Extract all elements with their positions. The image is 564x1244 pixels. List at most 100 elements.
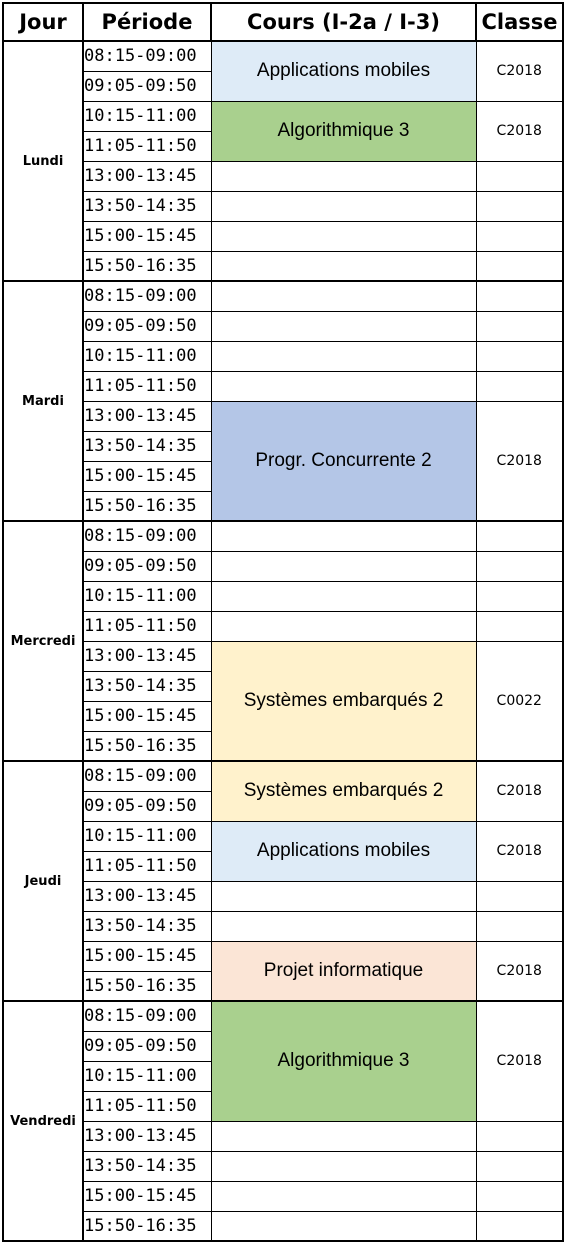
empty-room-cell: [475, 310, 564, 342]
empty-room-cell: [475, 610, 564, 642]
empty-room-cell: [475, 550, 564, 582]
period-cell: 11:05-11:50: [82, 610, 212, 642]
empty-course-cell: [210, 310, 477, 342]
schedule-row: 10:15-11:00: [3, 340, 564, 372]
room-cell: C2018: [475, 1000, 564, 1122]
schedule-row: 09:05-09:50: [3, 550, 564, 582]
period-cell: 08:15-09:00: [82, 1000, 212, 1032]
empty-course-cell: [210, 1120, 477, 1152]
empty-room-cell: [475, 370, 564, 402]
period-cell: 15:00-15:45: [82, 940, 212, 972]
period-cell: 08:15-09:00: [82, 760, 212, 792]
empty-course-cell: [210, 340, 477, 372]
schedule-row: 11:05-11:50: [3, 850, 563, 882]
period-cell: 11:05-11:50: [82, 370, 212, 402]
period-cell: 08:15-09:00: [82, 280, 212, 312]
header-day: Jour: [2, 2, 84, 42]
period-cell: 10:15-11:00: [82, 820, 212, 852]
day-label: Jeudi: [2, 760, 84, 1002]
course-cell: Algorithmique 3: [210, 1000, 477, 1122]
schedule-row: 13:00-13:45: [3, 1120, 564, 1152]
period-cell: 13:00-13:45: [82, 880, 212, 912]
schedule-row: 15:50-16:35: [3, 250, 564, 282]
period-cell: 13:50-14:35: [82, 190, 212, 222]
empty-room-cell: [475, 1180, 564, 1212]
empty-course-cell: [210, 250, 477, 282]
period-cell: 09:05-09:50: [82, 70, 212, 102]
day-label: Mercredi: [2, 520, 84, 762]
schedule-row: 11:05-11:50: [3, 370, 564, 402]
period-cell: 08:15-09:00: [82, 520, 212, 552]
schedule-row: 15:00-15:45: [3, 700, 563, 732]
empty-course-cell: [210, 1150, 477, 1182]
empty-room-cell: [475, 1210, 564, 1242]
period-cell: 13:50-14:35: [82, 670, 212, 702]
schedule-row: 09:05-09:50: [3, 1030, 563, 1062]
empty-course-cell: [210, 190, 477, 222]
empty-room-cell: [475, 580, 564, 612]
empty-course-cell: [210, 160, 477, 192]
empty-course-cell: [210, 1210, 477, 1242]
period-cell: 15:50-16:35: [82, 730, 212, 762]
empty-course-cell: [210, 580, 477, 612]
period-cell: 13:00-13:45: [82, 640, 212, 672]
period-cell: 15:00-15:45: [82, 220, 212, 252]
period-cell: 13:50-14:35: [82, 910, 212, 942]
empty-course-cell: [210, 520, 477, 552]
course-cell: Applications mobiles: [210, 40, 477, 102]
period-cell: 13:50-14:35: [82, 1150, 212, 1182]
day-label: Vendredi: [2, 1000, 84, 1242]
empty-room-cell: [475, 1120, 564, 1152]
schedule-row: 11:05-11:50: [3, 610, 564, 642]
empty-course-cell: [210, 220, 477, 252]
empty-room-cell: [475, 1150, 564, 1182]
room-cell: C0022: [475, 640, 564, 762]
course-cell: Systèmes embarqués 2: [210, 640, 477, 762]
day-label: Mardi: [2, 280, 84, 522]
period-cell: 09:05-09:50: [82, 310, 212, 342]
header-room: Classe: [475, 2, 564, 42]
room-cell: C2018: [475, 820, 564, 882]
period-cell: 11:05-11:50: [82, 850, 212, 882]
schedule-row: 10:15-11:00: [3, 580, 564, 612]
empty-course-cell: [210, 280, 477, 312]
period-cell: 15:00-15:45: [82, 700, 212, 732]
period-cell: 10:15-11:00: [82, 580, 212, 612]
schedule-row: 11:05-11:50: [3, 1090, 563, 1122]
period-cell: 09:05-09:50: [82, 550, 212, 582]
period-cell: 10:15-11:00: [82, 340, 212, 372]
period-cell: 15:00-15:45: [82, 460, 212, 492]
schedule-row: 13:50-14:35: [3, 670, 563, 702]
empty-course-cell: [210, 880, 477, 912]
schedule-row: 13:50-14:35: [3, 190, 564, 222]
period-cell: 10:15-11:00: [82, 1060, 212, 1092]
period-cell: 11:05-11:50: [82, 1090, 212, 1122]
room-cell: C2018: [475, 100, 564, 162]
period-cell: 13:00-13:45: [82, 400, 212, 432]
period-cell: 09:05-09:50: [82, 790, 212, 822]
empty-course-cell: [210, 1180, 477, 1212]
schedule-row: 15:50-16:35: [3, 730, 563, 762]
room-cell: C2018: [475, 400, 564, 522]
schedule-row: 13:00-13:45: [3, 160, 564, 192]
period-cell: 11:05-11:50: [82, 130, 212, 162]
course-cell: Projet informatique: [210, 940, 477, 1002]
period-cell: 15:50-16:35: [82, 1210, 212, 1242]
empty-room-cell: [475, 520, 564, 552]
schedule-row: 15:00-15:45: [3, 460, 563, 492]
schedule-row: 15:00-15:45: [3, 1180, 564, 1212]
empty-room-cell: [475, 250, 564, 282]
empty-room-cell: [475, 280, 564, 312]
period-cell: 13:00-13:45: [82, 1120, 212, 1152]
period-cell: 15:00-15:45: [82, 1180, 212, 1212]
schedule-row: 15:00-15:45: [3, 220, 564, 252]
room-cell: C2018: [475, 760, 564, 822]
